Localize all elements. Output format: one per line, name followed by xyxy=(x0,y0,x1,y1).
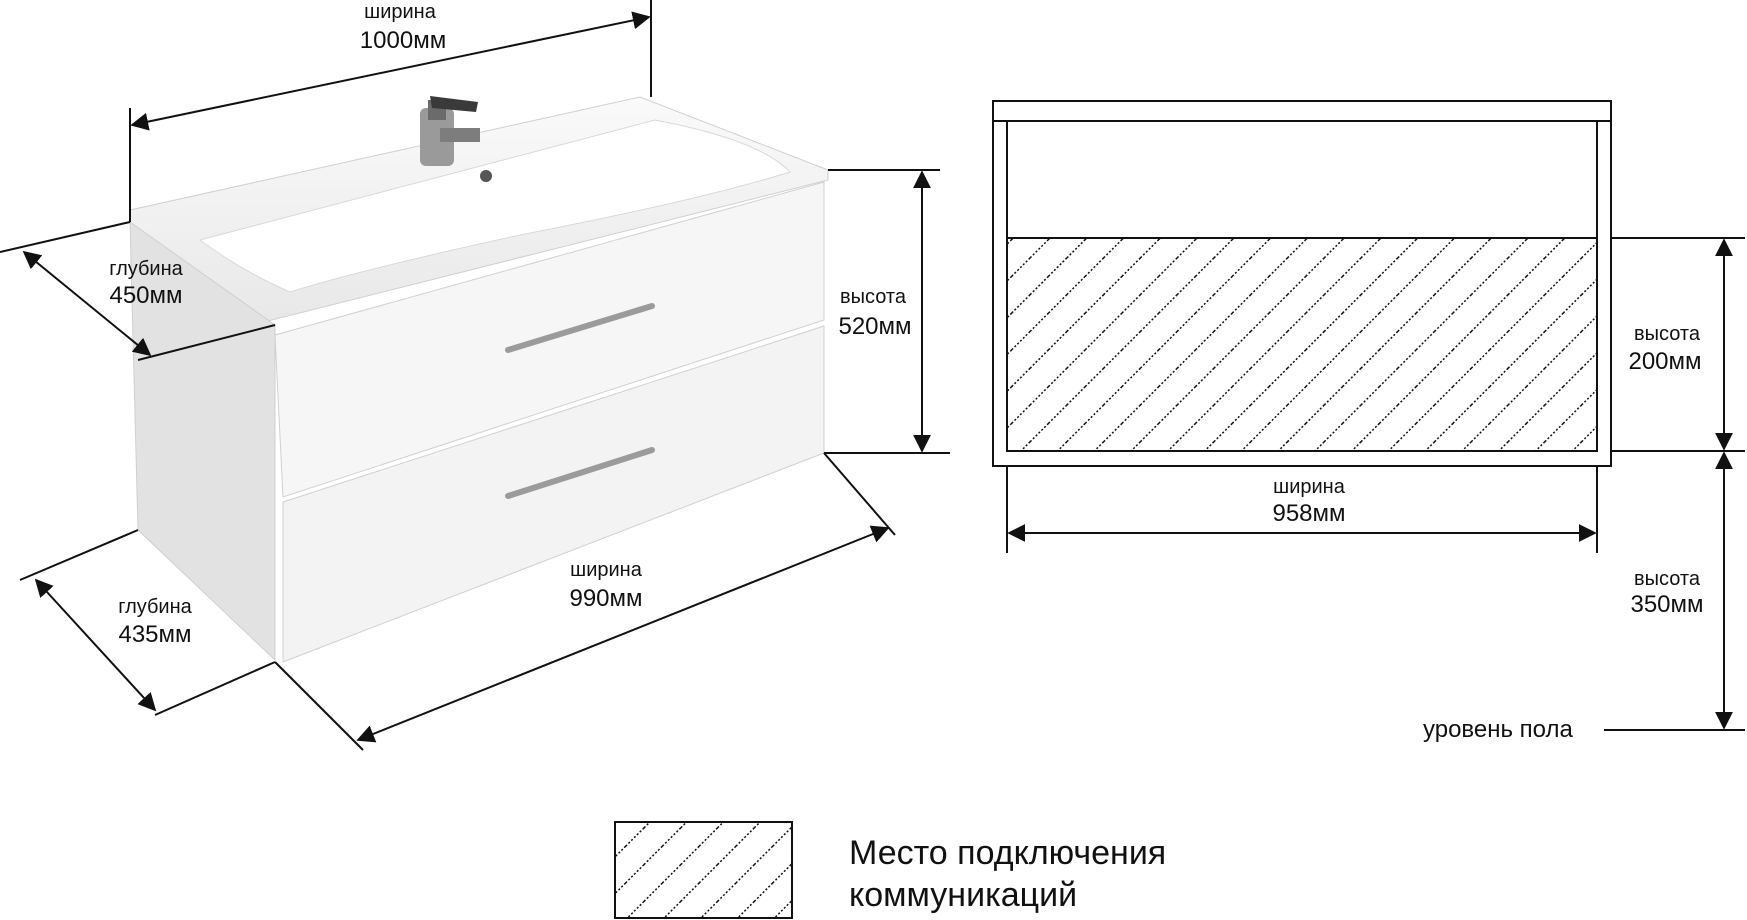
basin-bowl xyxy=(198,119,791,293)
right-dimension-labels: высота 200мм ширина 958мм высота 350мм у… xyxy=(1272,323,1745,743)
depth-bottom-value: 435мм xyxy=(118,621,191,648)
front-schematic xyxy=(992,100,1745,731)
height-350-value: 350мм xyxy=(1630,591,1703,618)
legend-hatch-swatch xyxy=(614,821,793,919)
vanity-cabinet-image xyxy=(129,96,829,663)
width-958-value: 958мм xyxy=(1272,500,1345,527)
cabinet-side-panel xyxy=(129,221,276,662)
legend-text-line1: Место подключения xyxy=(849,834,1166,872)
overflow-hole xyxy=(480,170,492,182)
upper-drawer-handle xyxy=(505,303,655,353)
floor-level-label: уровень пола xyxy=(1423,716,1574,743)
width-958-label: ширина xyxy=(1273,476,1346,498)
left-dimension-lines xyxy=(0,0,950,751)
height-200-label: высота xyxy=(1634,323,1701,345)
width-bottom-label: ширина xyxy=(570,559,643,581)
height-200-value: 200мм xyxy=(1628,348,1701,375)
depth-bottom-arrow xyxy=(34,578,157,712)
legend-text-line2: коммуникаций xyxy=(849,876,1077,914)
width-top-value: 1000мм xyxy=(360,27,446,54)
connection-zone xyxy=(1006,237,1598,452)
width-bottom-value: 990мм xyxy=(569,585,642,612)
width-bottom-arrow xyxy=(356,525,890,743)
height-left-label: высота xyxy=(840,286,907,308)
depth-top-arrow xyxy=(22,250,152,357)
depth-top-label: глубина xyxy=(109,258,183,280)
height-left-value: 520мм xyxy=(838,313,911,340)
legend: Место подключения коммуникаций xyxy=(614,821,1166,919)
width-top-arrow xyxy=(130,11,651,131)
left-dimension-labels: ширина 1000мм глубина 450мм высота 520мм… xyxy=(109,1,911,648)
width-top-label: ширина xyxy=(364,1,437,23)
depth-bottom-label: глубина xyxy=(118,596,192,618)
depth-top-value: 450мм xyxy=(109,282,182,309)
lower-drawer-handle xyxy=(505,447,655,499)
height-350-label: высота xyxy=(1634,568,1701,590)
countertop-slab xyxy=(992,100,1612,122)
